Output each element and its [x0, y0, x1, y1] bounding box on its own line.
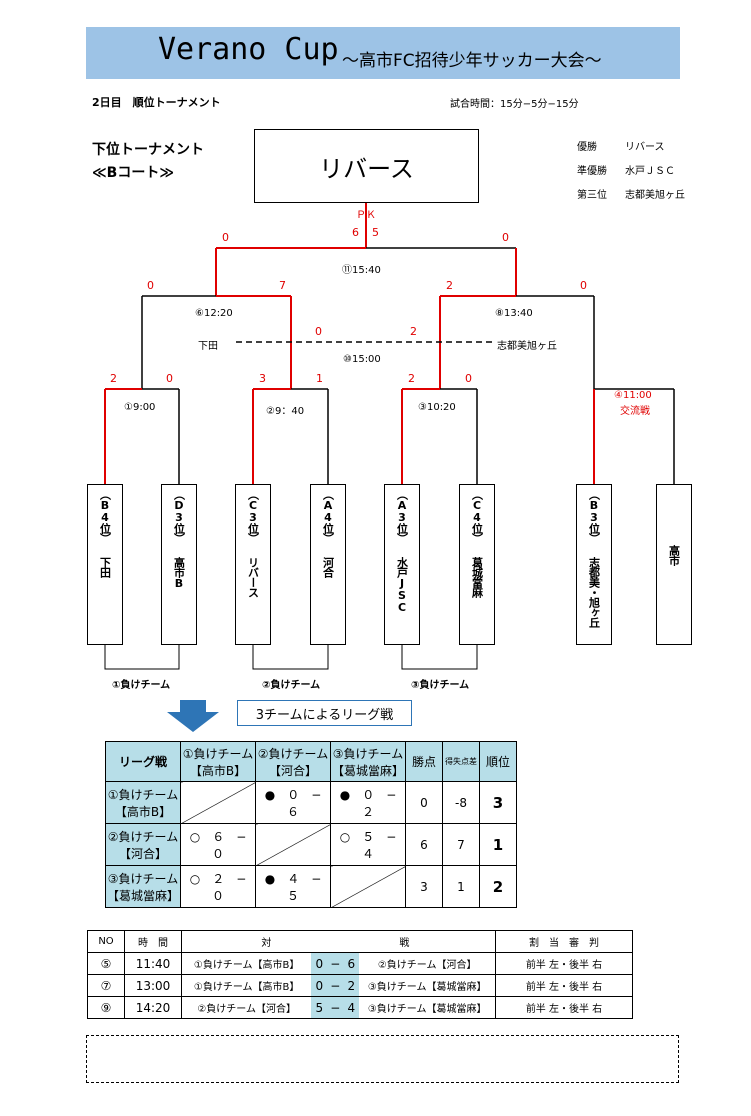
rank-header: 順位	[479, 741, 517, 782]
bracket-lines	[104, 203, 675, 670]
match-header-a: 対	[181, 930, 312, 953]
loser-label: ②負けチーム	[262, 680, 321, 691]
league-row-header: ①負けチーム【高市B】	[105, 781, 181, 824]
points-header: 勝点	[405, 741, 443, 782]
semi-right-right-score: 0	[580, 279, 587, 292]
page-subtitle: ～高市FC招待少年サッカー大会～	[342, 51, 602, 71]
winner-box: リバース	[254, 129, 479, 203]
semi-left-time: ⑥12:20	[195, 308, 233, 319]
team-name: リバース	[246, 557, 260, 597]
team-name: 葛城當麻	[470, 557, 484, 597]
r1-3-left-score: 2	[408, 372, 415, 385]
pk-label: ＰＫ	[356, 210, 376, 221]
team-box: （B3位）志都美・旭ヶ丘	[576, 484, 612, 645]
team-name: 水戸JSC	[395, 557, 409, 613]
league-banner: 3チームによるリーグ戦	[237, 700, 412, 726]
team-name: 志都美・旭ヶ丘	[587, 557, 601, 627]
r1-2-time: ②9：40	[266, 406, 305, 417]
r1-3-right-score: 0	[465, 372, 472, 385]
friendly-time: ④11:00	[614, 390, 652, 401]
league-table: リーグ戦 ①負けチーム【高市B】 ②負けチーム【河合】 ③負けチーム【葛城當麻】…	[105, 741, 517, 908]
loser-label: ①負けチーム	[112, 680, 171, 691]
third-left-team: 下田	[198, 341, 218, 352]
table-row: ①負けチーム【高市B】 ● ０ − ６ ● ０ − ２ 0 -8 3	[105, 781, 517, 824]
team-name: 高市	[667, 545, 681, 565]
diff-header: 得失点差	[442, 741, 480, 782]
final-right-score: 0	[502, 231, 509, 244]
r1-1-left-score: 2	[110, 372, 117, 385]
result-row: 優勝リバース	[577, 142, 665, 153]
third-left-score: 0	[315, 325, 322, 338]
bracket-heading: 下位トーナメント	[92, 142, 204, 158]
team-name: 下田	[98, 557, 112, 577]
league-row-header: ②負けチーム【河合】	[105, 823, 181, 866]
third-right-team: 志都美旭ヶ丘	[497, 341, 557, 352]
match-time: 試合時間：15分−5分−15分	[450, 99, 579, 110]
day-label: 2日目 順位トーナメント	[92, 96, 221, 109]
semi-left-left-score: 0	[147, 279, 154, 292]
semi-left-right-score: 7	[279, 279, 286, 292]
loser-label: ③負けチーム	[411, 680, 470, 691]
team-box: 高市	[656, 484, 692, 645]
r1-1-right-score: 0	[166, 372, 173, 385]
final-pk-left: 6	[352, 226, 359, 239]
winner-name: リバース	[319, 154, 414, 183]
league-col-header: ③負けチーム【葛城當麻】	[330, 741, 406, 782]
table-row: ⑨ 14:20 ②負けチーム【河合】 5 − 4 ③負けチーム【葛城當麻】 前半…	[87, 996, 633, 1019]
ref-header: 割 当 審 判	[495, 930, 633, 953]
schedule-table: NO 時 間 対 戦 割 当 審 判 ⑤ 11:40 ①負けチーム【高市B】 0…	[87, 930, 633, 1019]
memo-box	[86, 1035, 679, 1083]
page-title: Verano Cup	[158, 32, 339, 67]
league-row-header: ③負けチーム【葛城當麻】	[105, 865, 181, 908]
team-box: （C3位）リバース	[235, 484, 271, 645]
table-row: ③負けチーム【葛城當麻】 ○ ２ − ０ ● ４ − ５ 3 1 2	[105, 865, 517, 908]
final-left-score: 0	[222, 231, 229, 244]
r1-1-time: ①9:00	[124, 402, 156, 413]
table-row: ⑤ 11:40 ①負けチーム【高市B】 0 − 6 ②負けチーム【河合】 前半 …	[87, 952, 633, 975]
final-time: ⑪15:40	[342, 265, 381, 276]
semi-right-left-score: 2	[446, 279, 453, 292]
result-row: 第三位志都美旭ヶ丘	[577, 190, 685, 201]
court-label: ≪Bコート≫	[92, 165, 174, 181]
r1-2-left-score: 3	[259, 372, 266, 385]
third-time: ⑩15:00	[343, 354, 381, 365]
friendly-note: 交流戦	[620, 406, 650, 417]
team-box: （C4位）葛城當麻	[459, 484, 495, 645]
team-box: （A3位）水戸JSC	[384, 484, 420, 645]
match-header-b: 戦	[359, 930, 497, 953]
league-corner: リーグ戦	[105, 741, 181, 782]
team-box: （A4位）河合	[310, 484, 346, 645]
team-box: （B4位）下田	[87, 484, 123, 645]
diagonal-cell	[180, 781, 256, 824]
result-row: 準優勝水戸ＪＳＣ	[577, 166, 675, 177]
league-col-header: ①負けチーム【高市B】	[180, 741, 256, 782]
table-row: ②負けチーム【河合】 ○ ６ − ０ ○ ５ − ４ 6 7 1	[105, 823, 517, 866]
time-header: 時 間	[124, 930, 182, 953]
diagonal-cell	[330, 865, 406, 908]
no-header: NO	[87, 930, 125, 953]
third-right-score: 2	[410, 325, 417, 338]
final-results: 優勝リバース 準優勝水戸ＪＳＣ 第三位志都美旭ヶ丘	[577, 136, 685, 208]
diagonal-cell	[255, 823, 331, 866]
final-pk-right: 5	[372, 226, 379, 239]
team-name: 河合	[321, 557, 335, 577]
r1-3-time: ③10:20	[418, 402, 456, 413]
r1-2-right-score: 1	[316, 372, 323, 385]
semi-right-time: ⑧13:40	[495, 308, 533, 319]
title-banner	[86, 27, 680, 79]
team-name: 高市B	[172, 557, 186, 589]
table-row: ⑦ 13:00 ①負けチーム【高市B】 0 − 2 ③負けチーム【葛城當麻】 前…	[87, 974, 633, 997]
league-col-header: ②負けチーム【河合】	[255, 741, 331, 782]
team-box: （D3位）高市B	[161, 484, 197, 645]
